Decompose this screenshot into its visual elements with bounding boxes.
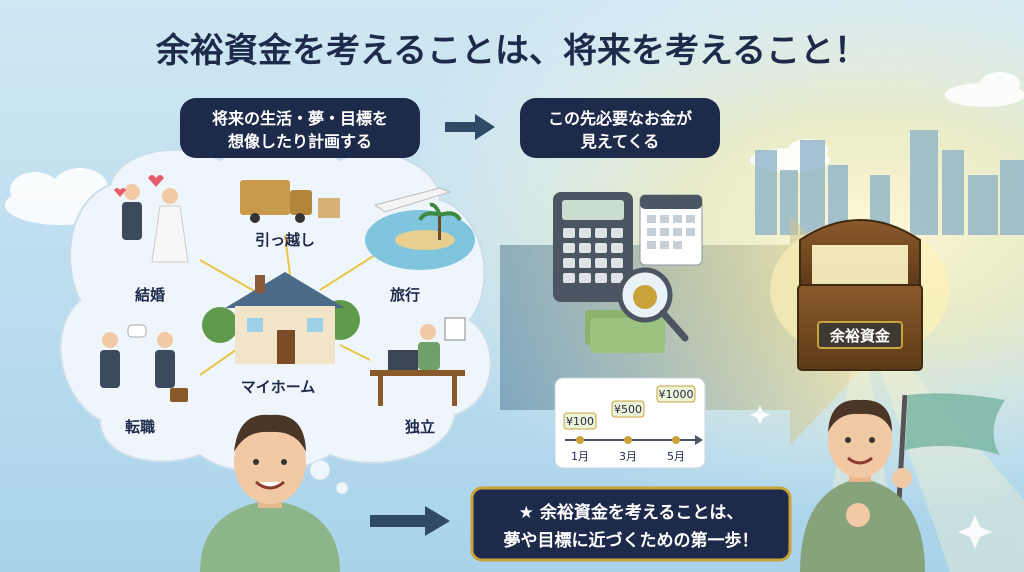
savings-point (672, 436, 680, 444)
savings-tag (611, 400, 645, 418)
savings-amount-label: ¥100 (566, 415, 594, 428)
marriage-icon (114, 175, 189, 263)
desk-work-icon (370, 317, 466, 406)
savings-month-label: 3月 (619, 450, 637, 463)
bubble-left-line2: 想像したり計画する (227, 132, 372, 151)
event-myhome-label: マイホーム (241, 378, 316, 396)
calculator-icon (553, 192, 633, 302)
money-magnifier-icon (585, 267, 689, 353)
treasure-chest-icon (770, 219, 950, 371)
sparkle-icon (750, 405, 992, 549)
bubble-left-line1: 将来の生活・夢・目標を (212, 109, 388, 128)
banner-line1: ★ 余裕資金を考えることは、 (519, 502, 744, 523)
handshake-icon (100, 324, 188, 402)
truck-icon (240, 180, 340, 223)
event-independence-label: 独立 (405, 418, 435, 436)
bubble-right-line2: 見えてくる (580, 132, 659, 151)
treasure-label: 余裕資金 (829, 327, 891, 345)
savings-tag (656, 385, 696, 403)
bubble-left: 将来の生活・夢・目標を 想像したり計画する (180, 98, 420, 158)
travel-icon (365, 187, 475, 270)
savings-month-label: 5月 (667, 450, 685, 463)
city-skyline (755, 130, 1024, 235)
savings-amount-label: ¥500 (614, 403, 642, 416)
event-jobchange-label: 転職 (125, 418, 155, 436)
house-icon (202, 272, 360, 364)
banner-line2: 夢や目標に近づくための第一歩！ (504, 530, 759, 551)
savings-month-label: 1月 (571, 450, 589, 463)
event-travel-label: 旅行 (390, 286, 420, 304)
bubble-right: この先必要なお金が 見えてくる (520, 98, 720, 158)
flag-man-avatar (800, 393, 1005, 572)
savings-point (576, 436, 584, 444)
bottom-arrow (370, 506, 450, 536)
page-title: 余裕資金を考えることは、将来を考えること！ (155, 31, 868, 71)
thinking-man-avatar (200, 414, 340, 572)
pill-arrow (445, 114, 495, 140)
savings-steps: ¥100 1月 ¥500 3月 ¥1000 5月 (563, 385, 696, 463)
calendar-icon (639, 194, 703, 266)
savings-tag (563, 412, 597, 430)
event-moving-label: 引っ越し (255, 231, 315, 249)
event-marriage-label: 結婚 (135, 286, 165, 304)
bubble-right-line1: この先必要なお金が (548, 109, 692, 128)
savings-point (624, 436, 632, 444)
savings-amount-label: ¥1000 (659, 388, 694, 401)
conclusion-banner: ★ 余裕資金を考えることは、 夢や目標に近づくための第一歩！ (470, 486, 792, 562)
